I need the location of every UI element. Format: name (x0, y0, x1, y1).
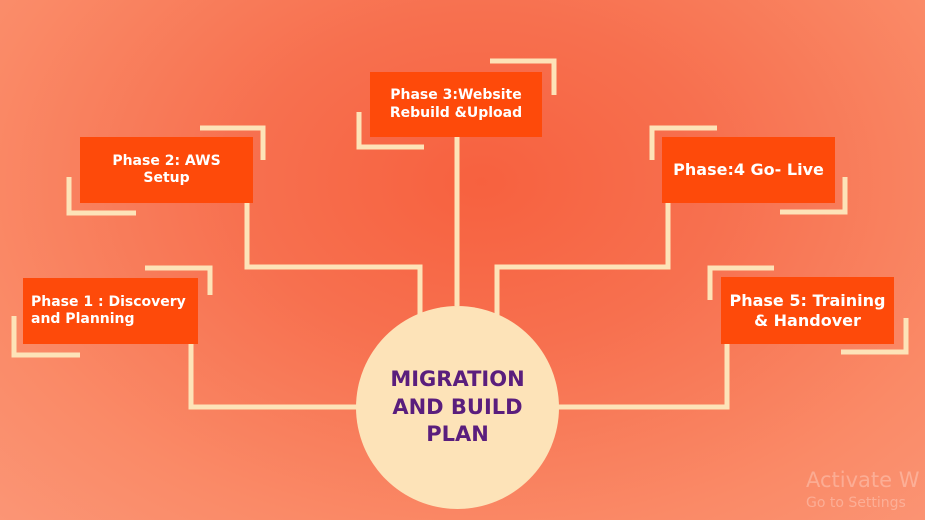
watermark-subtitle: Go to Settings (806, 495, 906, 511)
bracket-p3-bottom (356, 112, 424, 150)
center-label: MIGRATION AND BUILD PLAN (390, 366, 525, 447)
bracket-p1-top (145, 265, 213, 295)
bracket-p4-top (649, 125, 717, 160)
phase-4-label: Phase:4 Go- Live (673, 160, 824, 179)
bracket-p2-top (200, 125, 266, 160)
bracket-p5-top (707, 265, 774, 300)
phase-3-box: Phase 3:Website Rebuild &Upload (370, 72, 542, 137)
bracket-p5-bottom (841, 318, 909, 355)
phase-4-box: Phase:4 Go- Live (662, 137, 835, 203)
phase-2-box: Phase 2: AWS Setup (80, 137, 253, 203)
center-hub: MIGRATION AND BUILD PLAN (356, 306, 559, 509)
phase-1-label: Phase 1 : Discovery and Planning (31, 293, 186, 328)
bracket-p4-bottom (780, 177, 848, 215)
bracket-p1-bottom (11, 316, 80, 358)
phase-2-label: Phase 2: AWS Setup (112, 152, 221, 187)
activation-watermark: Activate W Go to Settings (806, 466, 920, 512)
phase-5-label: Phase 5: Training & Handover (729, 290, 886, 330)
phase-1-box: Phase 1 : Discovery and Planning (23, 278, 198, 344)
watermark-title: Activate W (806, 468, 920, 492)
phase-5-box: Phase 5: Training & Handover (721, 277, 894, 344)
phase-3-label: Phase 3:Website Rebuild &Upload (389, 87, 523, 121)
connector-p1 (188, 344, 358, 410)
connector-p5 (557, 344, 730, 410)
bracket-p2-bottom (66, 177, 136, 216)
connector-p4 (494, 203, 671, 318)
bracket-p3-top (490, 58, 557, 95)
connector-p2 (244, 203, 423, 318)
